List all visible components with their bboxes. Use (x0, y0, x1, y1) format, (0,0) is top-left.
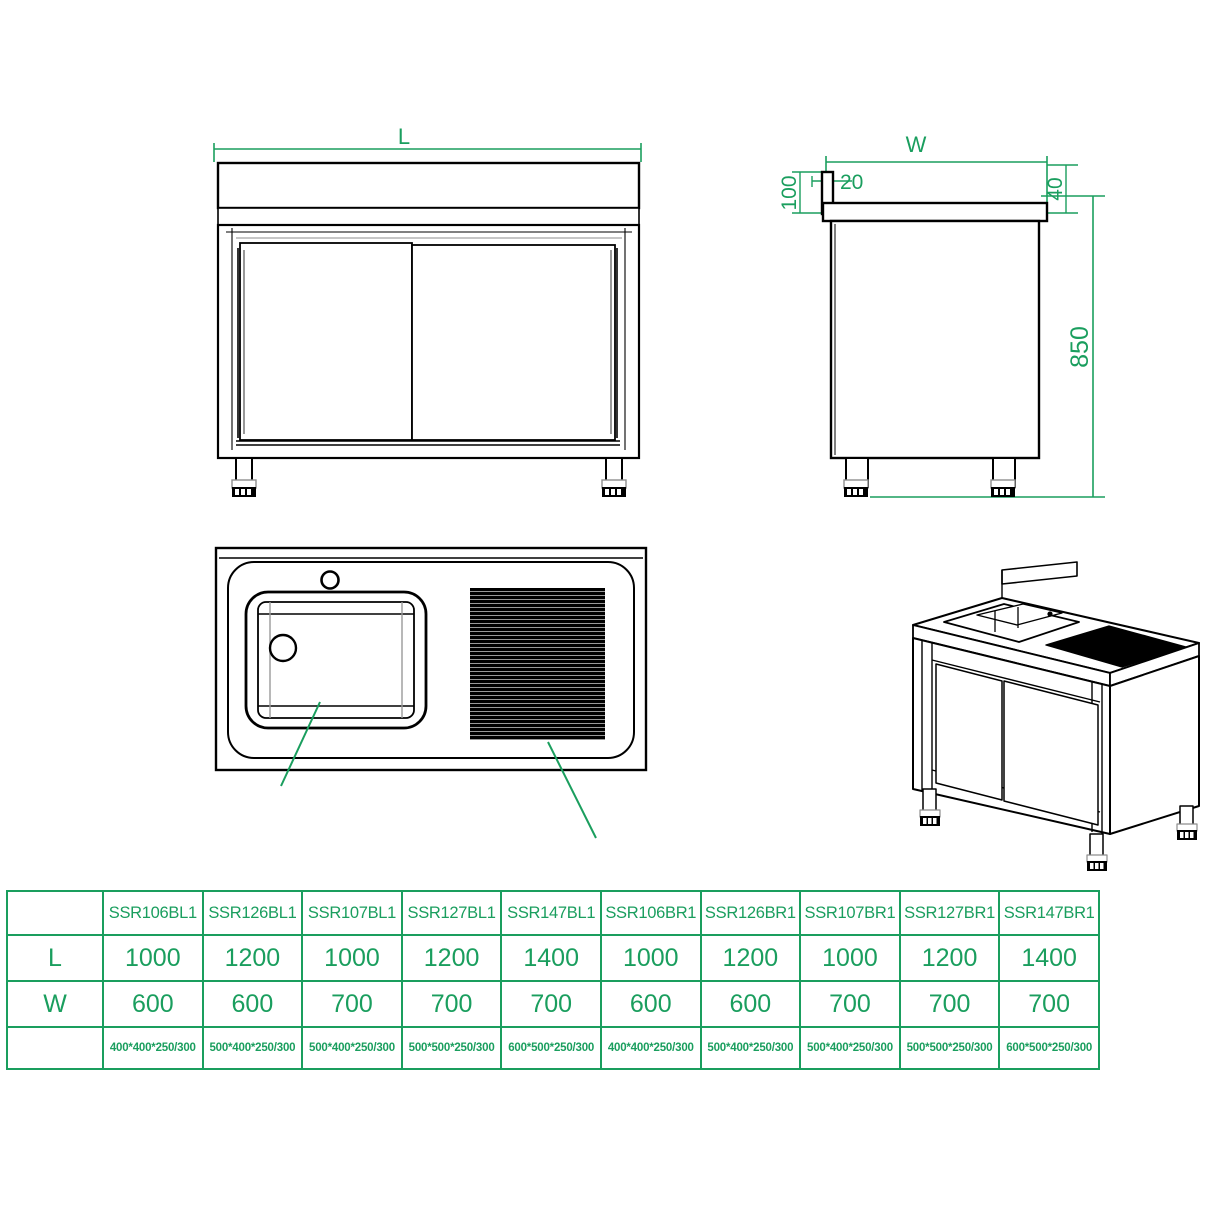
side-cabinet-body (829, 219, 1041, 460)
spec-table: SSR106BL1 SSR126BL1 SSR107BL1 SSR127BL1 … (6, 890, 1100, 1070)
table-cell-width: 700 (400, 980, 503, 1028)
table-cell-length: 1200 (400, 934, 503, 982)
iso-sliding-door-right[interactable] (1003, 680, 1099, 826)
iso-drainer (1045, 625, 1187, 668)
table-cell-model: SSR127BR1 (898, 890, 1001, 936)
table-cell-length: 1000 (102, 934, 204, 982)
plan-view (214, 546, 648, 839)
table-cell-model: SSR127BL1 (400, 890, 503, 936)
front-top-edge (217, 207, 640, 226)
dimension-label-L: L (398, 124, 410, 149)
table-cell-width: 700 (998, 980, 1100, 1028)
dimension-label-850: 850 (1066, 326, 1094, 368)
table-cell-model: SSR106BR1 (599, 890, 702, 936)
dimension-label-20: 20 (840, 171, 863, 194)
front-cabinet-inner-lines (226, 228, 632, 450)
table-cell-length: 1400 (500, 934, 602, 982)
front-sliding-door-right[interactable] (411, 244, 616, 441)
side-elevation-view (792, 156, 1105, 498)
drainer-area (470, 588, 605, 740)
drain-hole-icon (268, 633, 298, 663)
table-cell-bowl: 500*500*250/300 (898, 1026, 1001, 1070)
table-cell-width: 600 (201, 980, 304, 1028)
table-cell-bowl: 600*500*250/300 (998, 1026, 1100, 1070)
table-cell-bowl: 400*400*250/300 (599, 1026, 702, 1070)
side-foot-left (843, 479, 869, 497)
row-label-bowl (6, 1026, 104, 1070)
spec-table-container: SSR106BL1 SSR126BL1 SSR107BL1 SSR127BL1 … (6, 890, 1100, 1070)
table-cell-bowl: 500*400*250/300 (301, 1026, 403, 1070)
iso-sink-bowl (943, 603, 1080, 643)
dimension-label-40: 40 (1044, 177, 1067, 200)
tap-hole-icon (320, 570, 340, 590)
iso-sliding-door-left[interactable] (935, 663, 1003, 801)
iso-leg-back-right (1176, 805, 1198, 840)
isometric-view (912, 561, 1200, 871)
table-cell-model: SSR147BL1 (500, 890, 602, 936)
dimension-line-850 (870, 195, 1105, 498)
front-foot-left (231, 479, 257, 497)
iso-splashback (1001, 561, 1078, 598)
table-cell-width: 700 (898, 980, 1001, 1028)
table-cell-model: SSR147BR1 (998, 890, 1100, 936)
table-cell-model: SSR126BL1 (201, 890, 304, 936)
leader-line-sink-bowl (280, 701, 321, 787)
table-cell-length: 1200 (898, 934, 1001, 982)
table-row-models: SSR106BL1 SSR126BL1 SSR107BL1 SSR127BL1 … (6, 890, 1100, 936)
table-cell-length: 1400 (998, 934, 1100, 982)
table-cell-width: 700 (799, 980, 901, 1028)
table-cell-length: 1000 (301, 934, 403, 982)
sink-bowl (244, 590, 428, 730)
table-cell-length: 1200 (699, 934, 802, 982)
iso-leg-front-right (1086, 833, 1108, 871)
table-cell-length: 1200 (201, 934, 304, 982)
front-foot-right (601, 479, 627, 497)
table-cell-width: 600 (699, 980, 802, 1028)
table-row-width: W 600 600 700 700 700 600 600 700 700 70… (6, 980, 1100, 1028)
table-cell-width: 700 (500, 980, 602, 1028)
table-cell-bowl: 400*400*250/300 (102, 1026, 204, 1070)
table-cell-bowl: 600*500*250/300 (500, 1026, 602, 1070)
table-row-length: L 1000 1200 1000 1200 1400 1000 1200 100… (6, 934, 1100, 982)
leader-line-drainer (547, 741, 597, 839)
row-label-width: W (6, 980, 104, 1028)
table-cell-bowl: 500*500*250/300 (400, 1026, 503, 1070)
front-worktop (216, 161, 641, 210)
row-label-length: L (6, 934, 104, 982)
dimension-line-100 (792, 171, 826, 214)
front-door-track (236, 248, 620, 446)
front-sliding-door-left[interactable] (239, 242, 413, 441)
table-cell-bowl: 500*400*250/300 (699, 1026, 802, 1070)
table-cell-bowl: 500*400*250/300 (799, 1026, 901, 1070)
side-worktop (821, 201, 1049, 223)
dimension-line-L (213, 143, 642, 162)
table-cell-length: 1000 (799, 934, 901, 982)
table-cell-length: 1000 (599, 934, 702, 982)
table-cell-bowl: 500*400*250/300 (201, 1026, 304, 1070)
front-elevation-view (213, 143, 642, 497)
table-cell-model: SSR106BL1 (102, 890, 204, 936)
row-label-models (6, 890, 104, 936)
table-cell-model: SSR126BR1 (699, 890, 802, 936)
iso-leg-front-left (919, 788, 941, 826)
table-cell-width: 700 (301, 980, 403, 1028)
side-foot-right (990, 479, 1016, 497)
dimension-label-W: W (906, 132, 927, 157)
iso-tap-hole-icon (1047, 611, 1053, 617)
table-cell-width: 600 (102, 980, 204, 1028)
dimension-line-40 (1047, 164, 1078, 214)
table-cell-width: 600 (599, 980, 702, 1028)
table-cell-model: SSR107BR1 (799, 890, 901, 936)
table-cell-model: SSR107BL1 (301, 890, 403, 936)
table-row-bowl: 400*400*250/300 500*400*250/300 500*400*… (6, 1026, 1100, 1070)
dimension-label-100: 100 (778, 175, 801, 210)
